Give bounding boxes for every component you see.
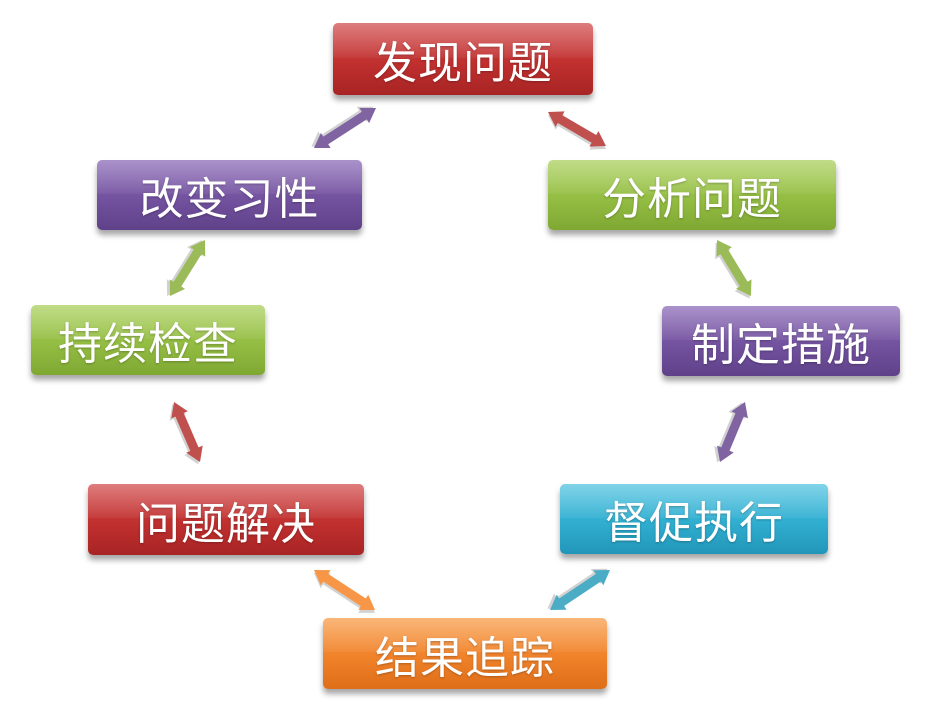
node-change-habits-label: 改变习性	[139, 174, 320, 225]
arrow-supervise-track	[547, 568, 610, 610]
node-formulate-measures: 制定措施	[662, 306, 900, 376]
node-discover-problem: 发现问题	[333, 23, 593, 95]
node-change-habits: 改变习性	[97, 160, 362, 230]
node-problem-solved: 问题解决	[88, 484, 364, 555]
node-analyze-problem-label: 分析问题	[602, 174, 782, 225]
node-formulate-measures-label: 制定措施	[691, 320, 871, 371]
node-continuous-inspection: 持续检查	[31, 305, 265, 375]
arrow-habits-discover	[311, 106, 376, 148]
node-supervise-execution-label: 督促执行	[604, 498, 784, 549]
node-track-results-label: 结果追踪	[375, 632, 555, 684]
arrow-analyze-formulate	[715, 240, 752, 299]
node-analyze-problem: 分析问题	[548, 160, 836, 230]
node-continuous-inspection-label: 持续检查	[58, 319, 238, 370]
node-problem-solved-label: 问题解决	[136, 498, 316, 550]
node-track-results: 结果追踪	[323, 618, 607, 689]
node-supervise-execution: 督促执行	[560, 484, 828, 554]
arrow-track-solved	[313, 570, 375, 613]
arrow-formulate-supervise	[714, 402, 748, 463]
arrow-solved-inspection	[169, 402, 203, 465]
arrow-discover-analyze	[548, 111, 607, 150]
node-discover-problem-label: 发现问题	[373, 38, 553, 89]
arrow-inspection-habits	[166, 239, 206, 296]
